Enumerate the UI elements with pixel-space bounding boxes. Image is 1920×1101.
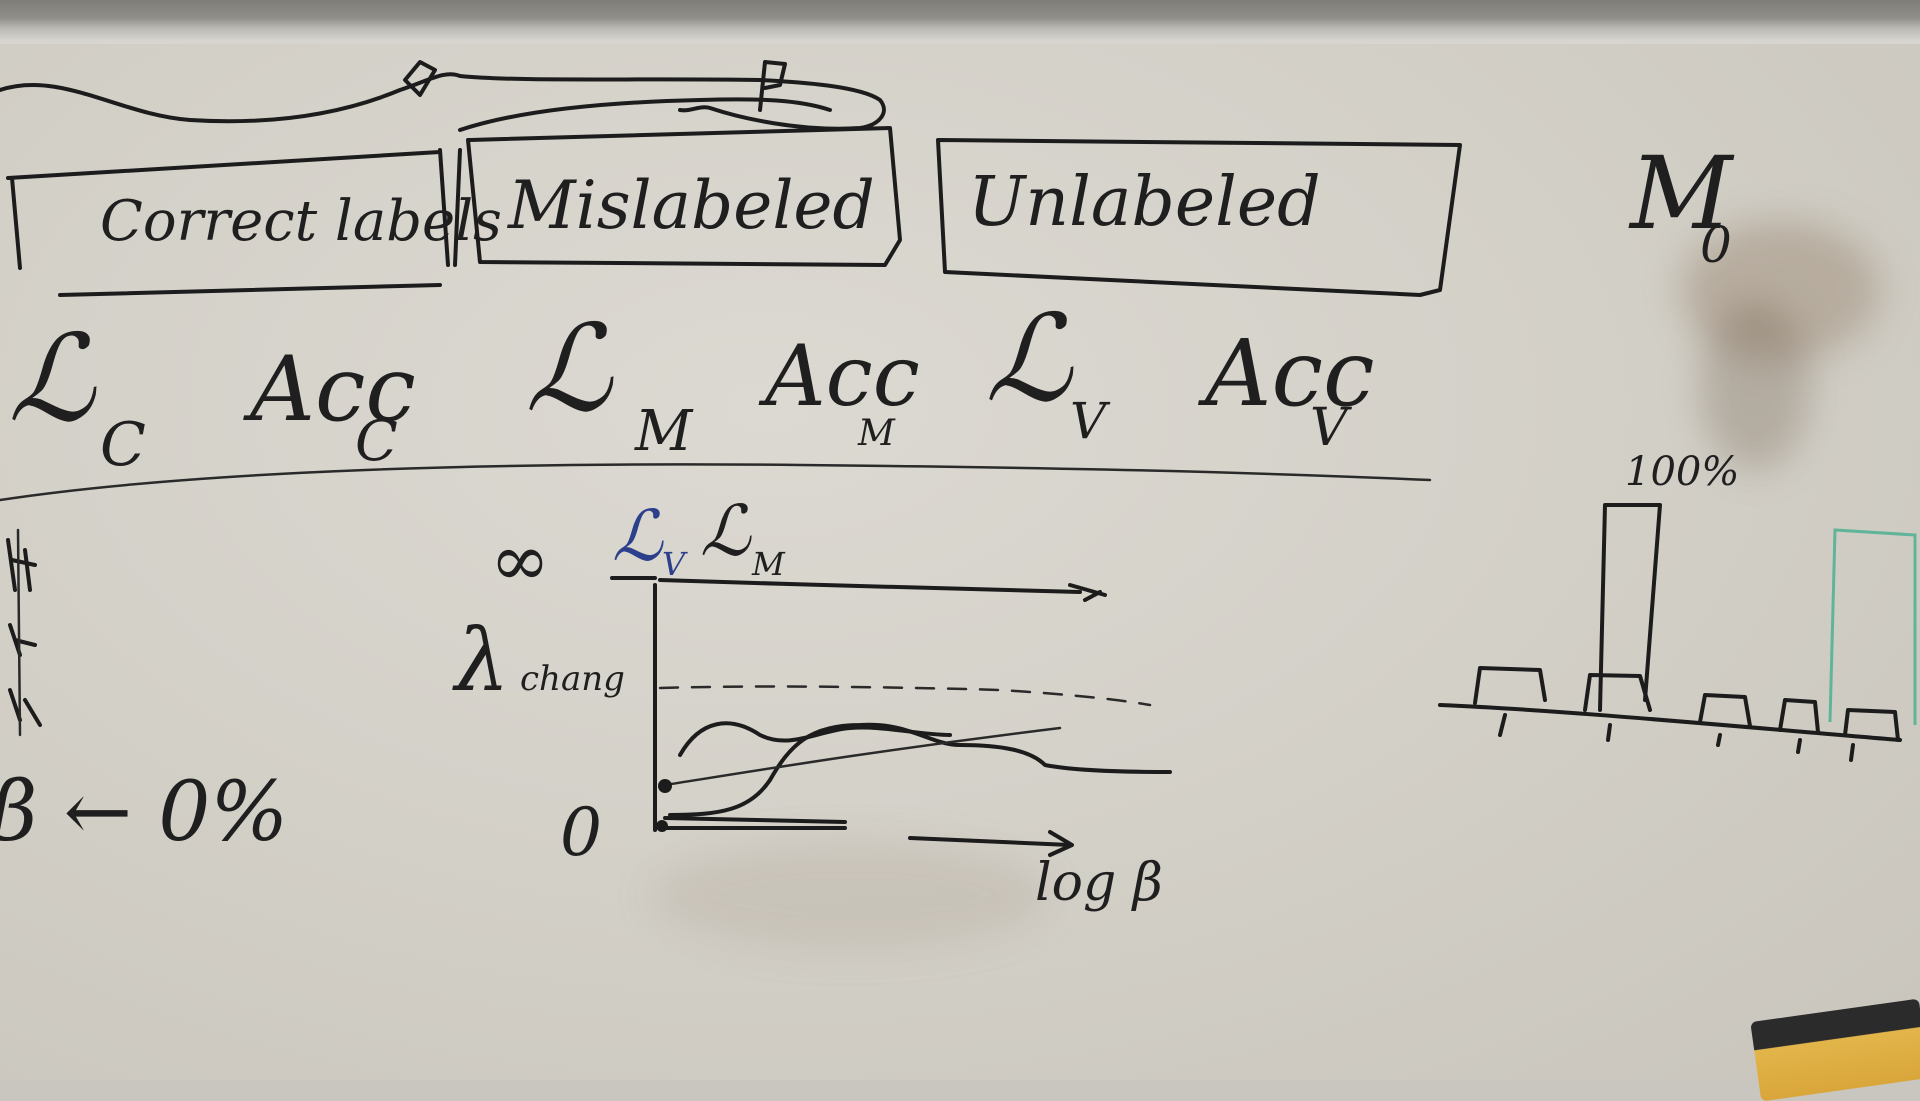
graph-curve-3 <box>663 726 1062 787</box>
loss-c-sub: C <box>100 410 146 480</box>
graph-top-lm: ℒ <box>700 490 752 572</box>
smudge-mark <box>1700 300 1810 470</box>
smudge-mark <box>650 840 1050 950</box>
loss-m-sub: M <box>634 399 694 464</box>
graph-infinity: ∞ <box>490 518 550 602</box>
graph-lambda-tail: chang <box>520 659 625 699</box>
histogram-bar-1 <box>1473 666 1547 705</box>
graph-origin-point <box>656 820 668 832</box>
margin-line <box>16 528 22 737</box>
loss-m: ℒ <box>525 300 614 439</box>
graph-top-arrow <box>1068 583 1107 602</box>
histogram-peak-label: 100% <box>1625 449 1739 495</box>
whiteboard-surface <box>0 44 1920 1080</box>
histogram-baseline <box>1438 703 1902 742</box>
graph-x-arrow <box>908 830 1074 857</box>
loss-v-sub: V <box>1070 392 1111 450</box>
graph-top-lv: ℒ <box>612 495 664 577</box>
histogram-bar-4 <box>1778 698 1820 734</box>
loss-c: ℒ <box>8 310 97 449</box>
smudge-mark <box>1680 220 1880 360</box>
acc-m: Acc <box>758 327 920 425</box>
mark-diamond <box>403 60 437 97</box>
histogram-ticks <box>1498 713 1855 762</box>
mark-beta <box>758 60 787 112</box>
beta-note: β ← 0% <box>0 765 288 860</box>
graph-top-line <box>658 578 1082 594</box>
loss-v: ℒ <box>985 290 1074 429</box>
box-mislabeled-label: Mislabeled <box>507 167 875 244</box>
graph-dashed-line <box>658 685 1152 707</box>
graph-top-lv-sub: V <box>662 545 688 583</box>
graph-curve-1 <box>678 721 952 757</box>
histogram-teal-bar <box>1828 528 1917 725</box>
margin-scribble <box>6 538 42 727</box>
acc-v-sub: V <box>1310 398 1352 458</box>
box-mislabeled-outline-2 <box>453 148 462 267</box>
corner-label-sub: 0 <box>1700 216 1732 274</box>
corner-label-m: M <box>1628 135 1735 252</box>
top-curve-2 <box>458 97 832 132</box>
graph-x-label: log β <box>1035 853 1163 913</box>
histogram-bar-3 <box>1698 693 1752 728</box>
acc-c-sub: C <box>355 409 398 474</box>
top-curve <box>0 72 886 131</box>
graph-point <box>658 779 672 793</box>
histogram-bar-5 <box>1843 708 1900 742</box>
box-unlabeled-outline <box>936 138 1462 297</box>
box-correct-outline <box>6 148 450 297</box>
box-correct-label: Correct labels <box>100 189 502 254</box>
box-mislabeled-outline <box>466 126 902 267</box>
graph-curve-2 <box>668 722 1172 817</box>
histogram-bar-peak <box>1598 503 1662 712</box>
acc-v: Acc <box>1197 320 1375 427</box>
box-unlabeled-label: Unlabeled <box>968 163 1321 242</box>
acc-c: Acc <box>243 337 416 442</box>
graph-zero: 0 <box>560 794 602 871</box>
graph-lambda: λ <box>452 611 510 711</box>
graph-top-lm-sub: M <box>751 545 786 583</box>
graph-base-line <box>658 816 847 830</box>
acc-m-sub: M <box>857 413 896 454</box>
histogram-bar-2 <box>1583 673 1652 712</box>
separator-line <box>0 463 1432 502</box>
